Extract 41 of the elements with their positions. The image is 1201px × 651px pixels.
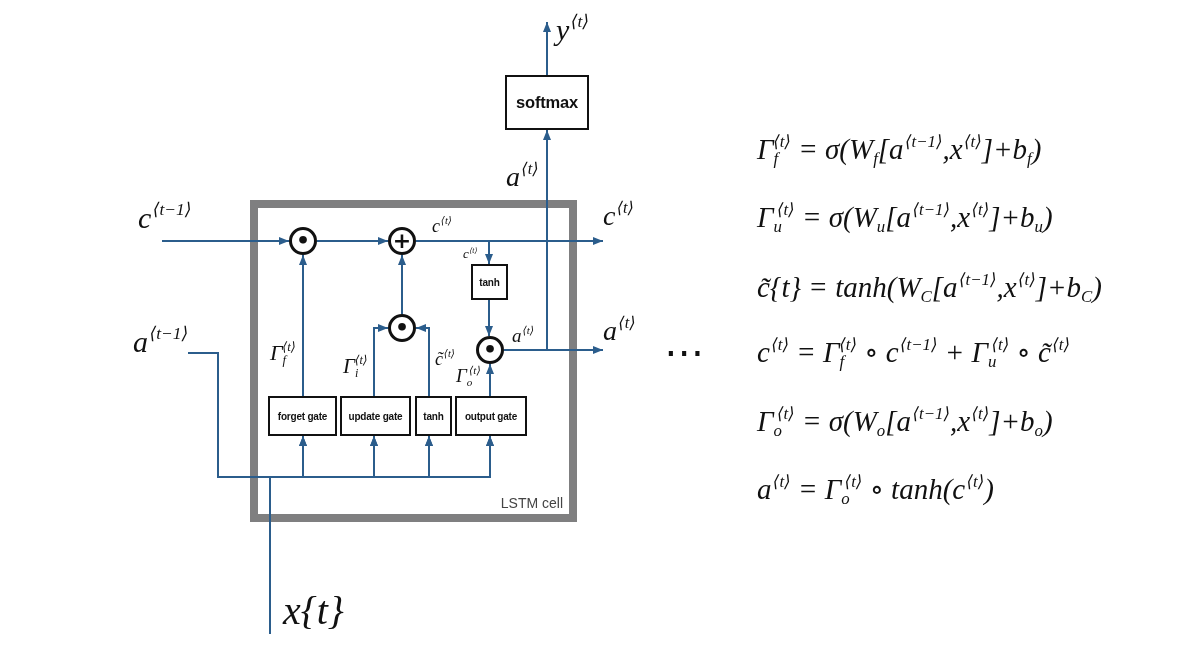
multiply-operator: • <box>289 227 317 255</box>
arrow <box>398 254 406 315</box>
arrow <box>373 324 389 397</box>
variable-label: c$^{⟨t⟩}$ <box>603 200 634 232</box>
arrow <box>485 299 493 338</box>
cell-label: LSTM cell <box>500 495 563 511</box>
edge-label: c$^{⟨t⟩}$ <box>463 247 478 262</box>
edge-label: a$^{⟨t⟩}$ <box>506 162 539 193</box>
arrow <box>269 435 494 635</box>
equation: Γ$_{u}$$^{⟨t⟩}$ = σ(W$_{u}$[a$^{⟨t−1⟩}$,x$^{⟨t⟩}$]+b$_{u}$) <box>757 199 1053 235</box>
arrow <box>316 237 389 245</box>
variable-label: x{t} <box>283 586 344 636</box>
arrow <box>299 254 307 397</box>
lstm-cell-frame <box>250 200 577 522</box>
arrow <box>415 324 430 397</box>
activation-box: tanh <box>415 396 452 436</box>
equation: c$^{⟨t⟩}$ = Γ$_{f}$$^{⟨t⟩}$ ∘ c$^{⟨t−1⟩}$ + Γ$_{u}$$^{⟨t⟩}$ ∘ c̃$^{⟨t⟩}$ <box>757 334 1070 370</box>
edge-label: c̃$^{⟨t⟩}$ <box>435 350 455 370</box>
arrow <box>161 237 290 245</box>
arrow <box>503 129 551 351</box>
equation: c̃{t} = tanh(W$_{C}$[a$^{⟨t−1⟩}$,x$^{⟨t⟩}$]+b$_{C}$) <box>757 269 1102 305</box>
arrow <box>415 240 493 265</box>
softmax-box: softmax <box>505 75 589 130</box>
activation-box: tanh <box>471 264 508 300</box>
multiply-operator: • <box>388 314 416 342</box>
variable-label: c$^{⟨t−1⟩}$ <box>138 202 192 234</box>
variable-label: a$^{⟨t⟩}$ <box>603 315 636 347</box>
multiply-operator: • <box>476 336 504 364</box>
gate-box: update gate <box>340 396 411 436</box>
arrow <box>543 21 551 76</box>
equation: Γ$_{o}$$^{⟨t⟩}$ = σ(W$_{o}$[a$^{⟨t−1⟩}$,x$^{⟨t⟩}$]+b$_{o}$) <box>757 403 1053 439</box>
variable-label: a$^{⟨t−1⟩}$ <box>133 326 189 358</box>
edge-label: c$^{⟨t⟩}$ <box>432 217 452 237</box>
add-operator: + <box>388 227 416 255</box>
ellipsis: ⋯ <box>664 332 704 372</box>
equation: Γ$_{f}$$^{⟨t⟩}$ = σ(W$_{f}$[a$^{⟨t−1⟩}$,x$^{⟨t⟩}$]+b$_{f}$) <box>757 131 1042 167</box>
equation: a$^{⟨t⟩}$ = Γ$_{o}$$^{⟨t⟩}$ ∘ tanh(c$^{⟨t⟩}$) <box>757 471 994 507</box>
arrow <box>486 363 494 397</box>
gate-box: forget gate <box>268 396 337 436</box>
gate-box: output gate <box>455 396 527 436</box>
edge-label: a$^{⟨t⟩}$ <box>512 326 535 347</box>
